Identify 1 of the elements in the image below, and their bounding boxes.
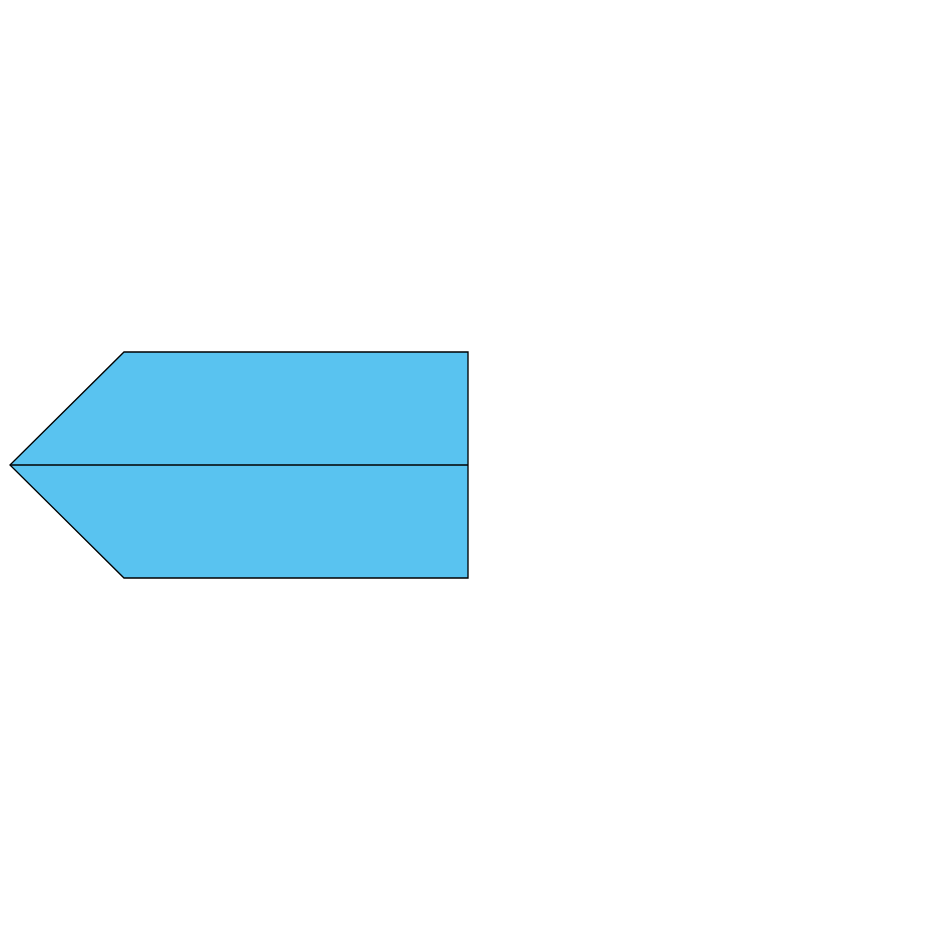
arrow-shape	[9, 351, 469, 579]
